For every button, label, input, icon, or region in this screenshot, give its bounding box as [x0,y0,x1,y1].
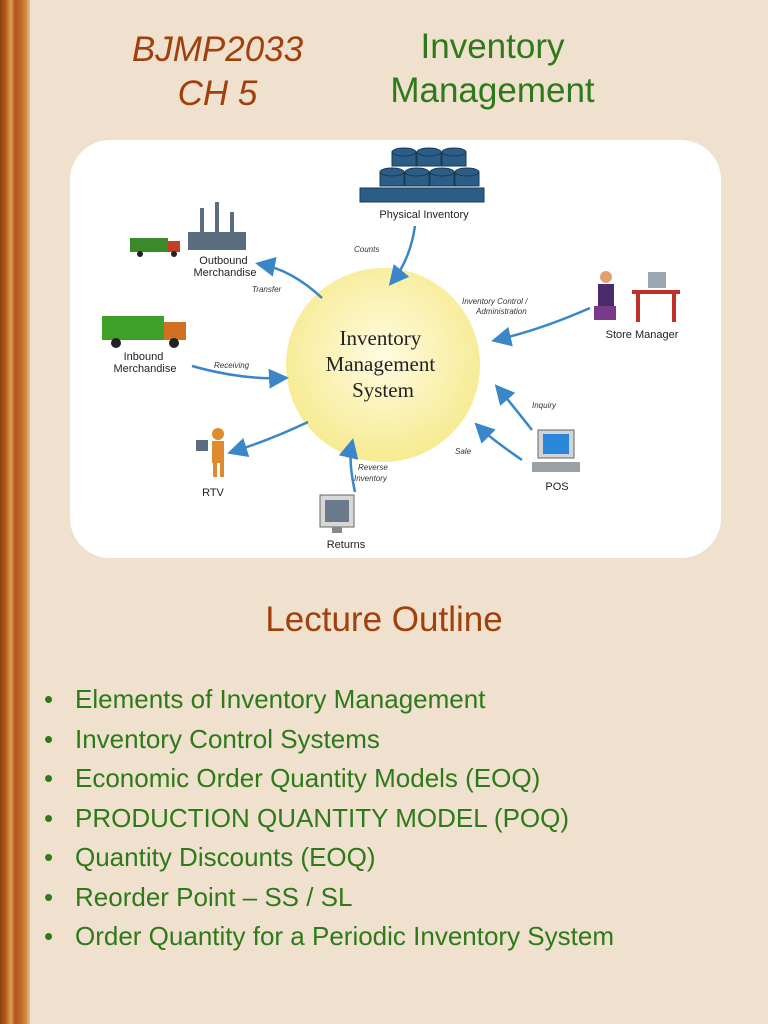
svg-text:Outbound Merchandise: Outbound Merchandise [194,255,257,279]
bullet-icon: • [44,802,54,833]
bullet-icon: • [44,763,54,793]
svg-text:Inventory Control / Admini: Inventory Control / Administration [462,297,530,316]
inventory-control-label-line2: Administration [475,307,527,316]
decorative-side-stripe [0,0,30,1024]
reverse-inventory-label-line2: Inventory [354,474,388,483]
course-code-line1: BJMP2033 [131,30,304,69]
outbound-label-line2: Merchandise [194,267,257,279]
sale-label: Sale [455,447,472,456]
factory-truck-icon [130,202,246,257]
list-item-text: Elements of Inventory Management [75,684,486,714]
outline-heading: Lecture Outline [265,600,503,639]
list-item-text: Quantity Discounts (EOQ) [75,842,376,872]
list-item: • Inventory Control Systems [44,720,614,760]
list-item-text: Reorder Point – SS / SL [75,881,353,912]
rtv-label: RTV [202,487,224,499]
slide-title-line1: Inventory [420,27,565,66]
list-item-text: Inventory Control Systems [75,723,380,754]
reverse-inventory-arrow [338,438,359,493]
list-item-text: Economic Order Quantity Models (EOQ) [75,763,541,793]
inbound-label-line2: Merchandise [114,363,177,375]
svg-text:Inbound Merchandise: Inbound Merchandise [114,351,177,375]
list-item: • Economic Order Quantity Models (EOQ) [44,759,614,799]
receiving-label: Receiving [214,361,250,370]
rtv-arrow [227,420,309,458]
counts-arrow [388,225,417,286]
outline-list: • Elements of Inventory Management • Inven… [44,680,614,957]
list-item: • Quantity Discounts (EOQ) [44,838,614,878]
transfer-arrow [255,256,323,299]
slide-title-line2: Management [390,71,595,110]
transfer-label: Transfer [252,285,282,294]
center-text-line1: Inventory [340,326,422,350]
pos-computer-icon [532,429,580,472]
course-code: BJMP2033 CH 5 [95,28,340,116]
bullet-icon: • [44,842,54,872]
reverse-inventory-label-line1: Reverse [358,463,388,472]
svg-text:Inventory Management S: Inventory Management System [326,326,441,402]
store-manager-label: Store Manager [606,329,679,341]
physical-inventory-label: Physical Inventory [379,209,469,221]
inquiry-arrow [494,384,533,431]
inventory-control-arrow [491,306,591,347]
list-item: • Order Quantity for a Periodic Inventory… [44,917,614,957]
svg-text:Reverse Inventory: Reverse Inventory [354,463,390,483]
receiving-arrow [191,364,289,389]
inquiry-label: Inquiry [532,401,557,410]
sale-arrow [474,422,523,462]
bullet-icon: • [44,684,54,714]
pos-label: POS [545,481,568,493]
counts-label: Counts [354,245,379,254]
list-item: • PRODUCTION QUANTITY MODEL (POQ) [44,799,614,839]
list-item-text: Order Quantity for a Periodic Inventory … [75,921,614,951]
inventory-control-label-line1: Inventory Control / [462,297,528,306]
returns-label: Returns [327,539,366,551]
list-item: • Elements of Inventory Management [44,680,614,720]
list-item: • Reorder Point – SS / SL [44,878,614,918]
truck-icon [102,316,186,348]
center-text-line2: Management [326,352,436,376]
inventory-system-diagram: Inventory Management System Physical Inv… [70,140,721,558]
outbound-label-line1: Outbound [199,255,247,267]
list-item-text: PRODUCTION QUANTITY MODEL (POQ) [75,802,570,833]
inbound-label-line1: Inbound [124,351,164,363]
computer-icon [319,494,355,533]
center-text-line3: System [352,378,414,402]
person-with-box-icon [196,428,224,477]
slide-title: Inventory Management [370,25,615,113]
database-icon [359,147,485,203]
bullet-icon: • [44,921,54,951]
store-manager-icon [594,271,680,322]
center-circle [286,268,480,462]
bullet-icon: • [44,881,54,912]
course-chapter-line: CH 5 [177,74,258,113]
bullet-icon: • [44,723,54,754]
